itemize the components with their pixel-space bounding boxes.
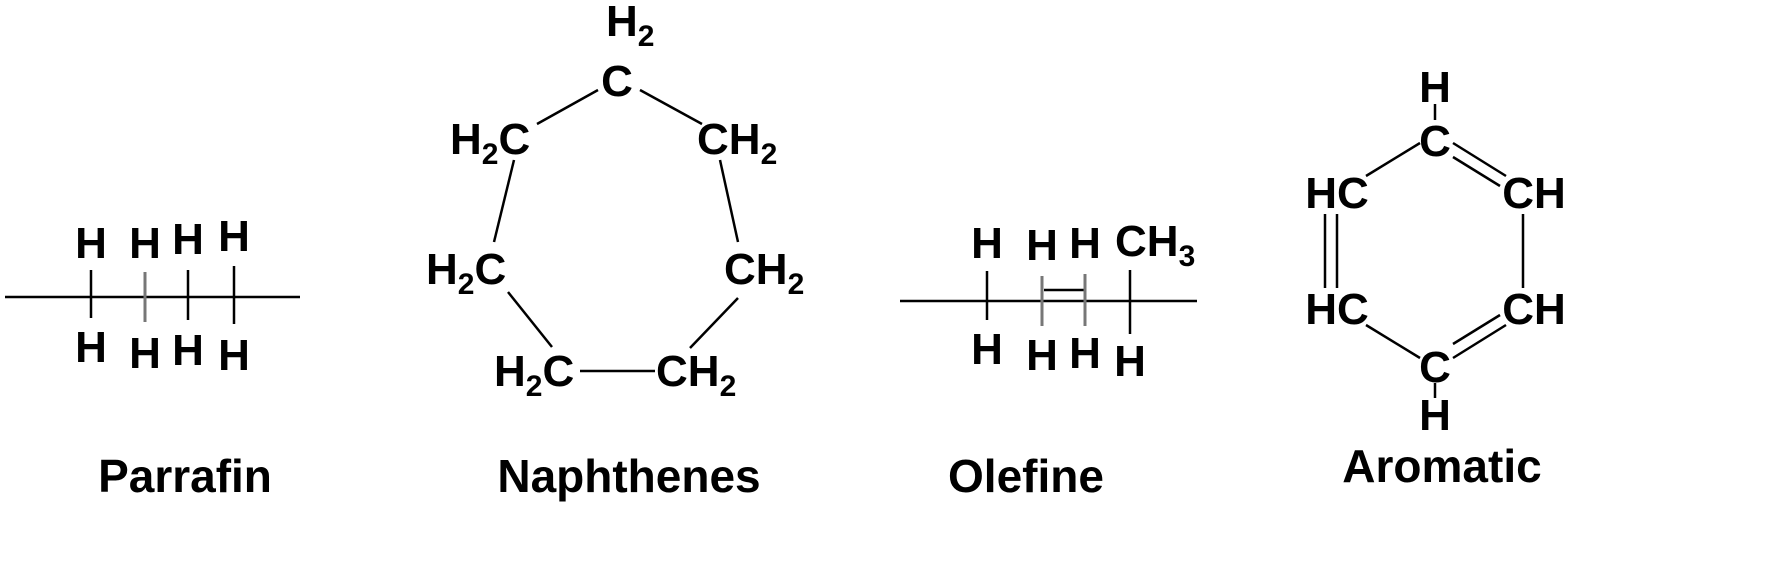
parrafin-bottom-h-3: H — [172, 326, 204, 375]
naphthenes-upper-left-h2c: H2C — [450, 115, 530, 171]
aromatic-top-h: H — [1419, 63, 1451, 112]
naphthenes-bond-2 — [639, 88, 703, 126]
aromatic-right-bottom-ch: CH — [1502, 285, 1566, 334]
olefine-top-h-3: H — [1069, 219, 1101, 268]
parrafin-molecule: H H H H H H H H Parrafin — [5, 212, 300, 502]
aromatic-bond-bottom-right-b — [1452, 313, 1501, 346]
parrafin-bottom-h-1: H — [75, 323, 107, 372]
naphthenes-bottom-left-h2c: H2C — [494, 347, 574, 403]
parrafin-caption: Parrafin — [98, 450, 272, 502]
parrafin-top-h-4: H — [218, 212, 250, 261]
naphthenes-bond-7 — [492, 159, 516, 243]
aromatic-top-c: C — [1419, 117, 1451, 166]
parrafin-bottom-h-2: H — [129, 329, 161, 378]
naphthenes-bottom-right-ch2: CH2 — [656, 347, 736, 403]
olefine-methyl-ch3: CH3 — [1115, 217, 1195, 273]
parrafin-top-h-3: H — [172, 215, 204, 264]
parrafin-top-h-1: H — [75, 219, 107, 268]
aromatic-bottom-c: C — [1419, 343, 1451, 392]
aromatic-bond-top-left — [1365, 141, 1421, 178]
olefine-bottom-h-3: H — [1069, 329, 1101, 378]
naphthenes-bond-3 — [718, 159, 740, 243]
olefine-bottom-h-2: H — [1026, 331, 1058, 380]
naphthenes-top-c: C — [601, 57, 633, 106]
aromatic-left-top-hc: HC — [1305, 169, 1369, 218]
parrafin-bottom-h-4: H — [218, 331, 250, 380]
aromatic-bond-top-right-b — [1452, 155, 1501, 188]
naphthenes-top-h2: H2 — [606, 0, 654, 53]
aromatic-right-top-ch: CH — [1502, 169, 1566, 218]
aromatic-caption: Aromatic — [1342, 440, 1541, 492]
naphthenes-upper-right-ch2: CH2 — [697, 115, 777, 171]
naphthenes-caption: Naphthenes — [497, 450, 760, 502]
aromatic-bond-bottom-right-a — [1452, 323, 1507, 360]
parrafin-top-h-2: H — [129, 219, 161, 268]
olefine-caption: Olefine — [948, 450, 1104, 502]
olefine-bottom-h-4: H — [1114, 337, 1146, 386]
aromatic-bond-top-right-a — [1452, 141, 1507, 178]
aromatic-left-bottom-hc: HC — [1305, 285, 1369, 334]
naphthenes-molecule: H2 C H2C CH2 H2C CH2 H2C CH2 Naphthenes — [426, 0, 804, 502]
olefine-bottom-h-1: H — [971, 325, 1003, 374]
aromatic-bottom-h: H — [1419, 391, 1451, 440]
naphthenes-bond-4 — [689, 297, 739, 349]
naphthenes-bond-1 — [536, 88, 599, 126]
olefine-molecule: H H H CH3 H H H H Olefine — [900, 217, 1197, 502]
naphthenes-middle-left-h2c: H2C — [426, 245, 506, 301]
naphthenes-middle-right-ch2: CH2 — [724, 245, 804, 301]
aromatic-bond-bottom-left — [1365, 323, 1421, 360]
olefine-top-h-2: H — [1026, 221, 1058, 270]
naphthenes-bond-6 — [507, 291, 553, 348]
olefine-top-h-1: H — [971, 219, 1003, 268]
aromatic-molecule: H C HC CH HC CH C H Aromatic — [1305, 63, 1566, 492]
